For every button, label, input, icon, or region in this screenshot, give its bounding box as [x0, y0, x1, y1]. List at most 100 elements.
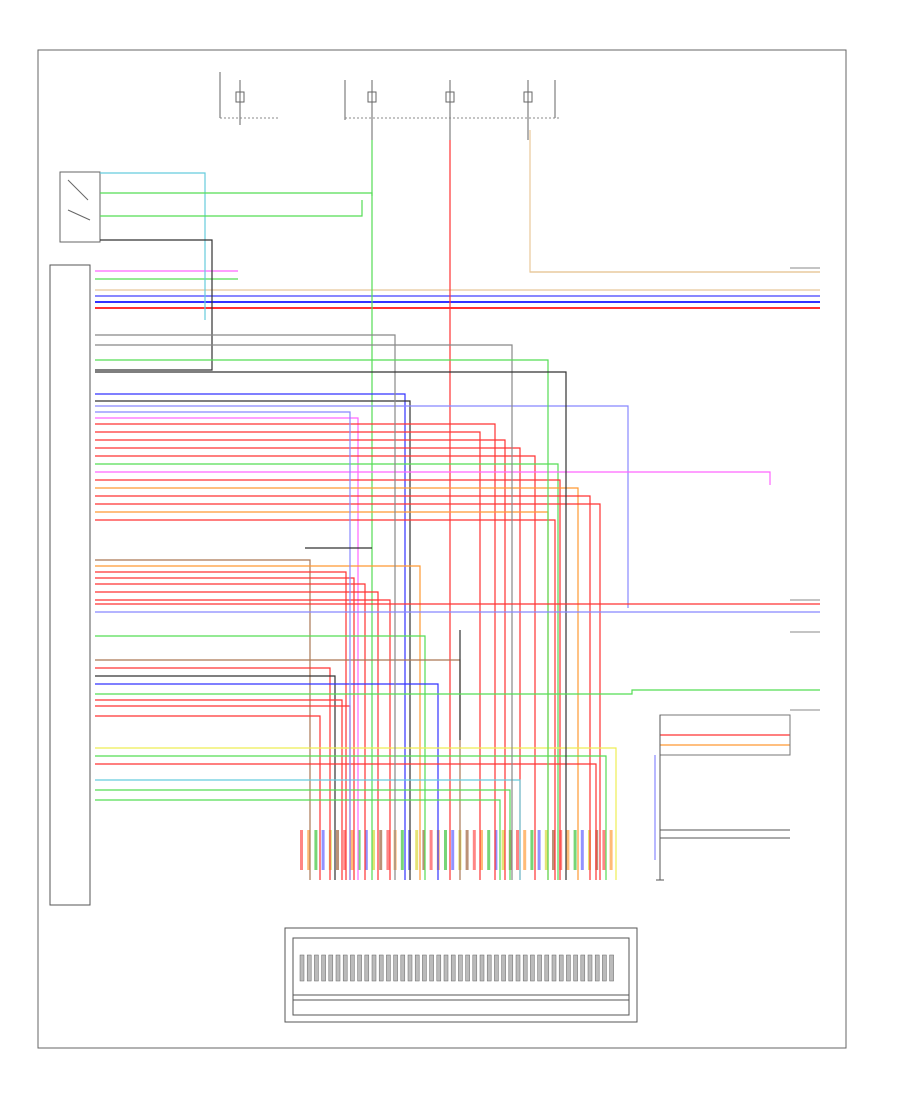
connector-pin [501, 954, 506, 982]
wire-run-19 [95, 565, 421, 880]
control-valve-body-outer [284, 927, 638, 1023]
connector-pin [350, 954, 355, 982]
connector-wire-stub [573, 830, 577, 870]
connector-pin [479, 954, 485, 982]
wire-run-3 [95, 405, 629, 608]
wire-run-28 [95, 675, 336, 880]
right-components [656, 267, 820, 881]
connector-wire-stub [501, 830, 505, 870]
wire-run-4 [95, 417, 359, 880]
connector-pin [465, 954, 470, 982]
connector-wire-stub [343, 830, 347, 870]
wire-tan-fuse4 [529, 130, 820, 273]
fuse-block-4 [523, 80, 556, 140]
connector-wire-stub [364, 830, 368, 870]
connector-wire-stub [566, 830, 570, 870]
wire-run-13 [95, 487, 579, 880]
connector-wire-stub [602, 830, 606, 870]
connector-wire-stub [544, 830, 548, 870]
connector-pin [508, 954, 514, 982]
connector-wire-stub [494, 830, 498, 870]
connector-wire-stub [300, 830, 303, 870]
connector-wire-stub [386, 830, 390, 870]
connector-pin [393, 954, 398, 982]
connector-wire-stub [559, 830, 563, 870]
connector-pin [537, 954, 542, 982]
tcm-module-box [49, 264, 91, 906]
wire-run-5 [95, 423, 496, 880]
fuse-block-3 [445, 80, 455, 140]
connector-wire-stub [400, 830, 404, 870]
connector-pin [407, 954, 413, 982]
connector-wire-stub [537, 830, 541, 870]
connector-wire-stub [314, 830, 318, 870]
connector-wire-stub [472, 830, 476, 870]
wire-run-14 [95, 495, 591, 880]
connector-pin [450, 954, 456, 982]
connector-wire-stub [357, 830, 361, 870]
connector-wire-stub [480, 830, 483, 870]
connector-pin [566, 954, 571, 982]
connector-wire-stub [307, 830, 311, 870]
wire-run-37 [95, 789, 511, 880]
wire-run-31 [95, 705, 351, 880]
wire-run-32 [95, 715, 321, 880]
wire-run-23 [95, 591, 379, 880]
fuse-block-2 [344, 80, 377, 140]
connector-pin [494, 954, 499, 982]
connector-wire-stub [609, 830, 613, 870]
wire-violet-down [95, 411, 351, 880]
wire-run-6 [95, 431, 481, 880]
wire-run-30 [95, 699, 343, 880]
connector-pin [472, 954, 478, 982]
wire-run-21 [95, 577, 355, 880]
connector-pin [335, 954, 341, 982]
connector-pins [299, 830, 614, 982]
connector-pin [386, 954, 391, 982]
connector-wire-stub [422, 830, 426, 870]
connector-pin [443, 954, 449, 982]
connector-pin [602, 954, 607, 982]
connector-pin [530, 954, 535, 982]
wire-run-7 [95, 439, 506, 880]
connector-pin [342, 954, 348, 982]
connector-wire-stub [429, 830, 433, 870]
connector-wire-stub [451, 830, 455, 870]
connector-pin [594, 954, 600, 982]
connector-pin [306, 954, 312, 982]
connector-pin [551, 954, 557, 982]
wire-run-1 [95, 393, 406, 880]
connector-wire-stub [552, 830, 555, 870]
connector-pin [364, 954, 370, 982]
wire-switch-2 [100, 192, 373, 196]
connector-wire-stub [595, 830, 599, 870]
wire-green-long [95, 359, 549, 880]
wire-run-22 [95, 583, 366, 880]
connector-pin [357, 954, 362, 982]
wire-run-38 [95, 799, 501, 880]
connector-wire-stub [415, 830, 419, 870]
wire-gray-2 [95, 344, 513, 880]
diagram-frame [37, 49, 847, 1049]
connector-wire-stub [350, 830, 354, 870]
connector-pin [400, 954, 406, 982]
connector-wire-stub [379, 830, 383, 870]
connector-pin [422, 954, 427, 982]
wire-run-36 [95, 779, 521, 880]
control-valve-body-inner [292, 937, 630, 1001]
connector-pin [580, 954, 586, 982]
connector-wire-stub [336, 830, 339, 870]
connector-wire-stub [523, 830, 527, 870]
wire-green-right [95, 689, 820, 695]
connector-pin [486, 954, 492, 982]
connector-pin [544, 954, 550, 982]
connector-pin [458, 954, 463, 982]
connector-pin [436, 954, 442, 982]
connector-pin [314, 954, 319, 982]
wire-run-11 [95, 471, 771, 485]
wire-run-8 [95, 447, 521, 880]
connector-pin [321, 954, 326, 982]
range-switch [59, 171, 101, 243]
connector-pin [414, 954, 420, 982]
